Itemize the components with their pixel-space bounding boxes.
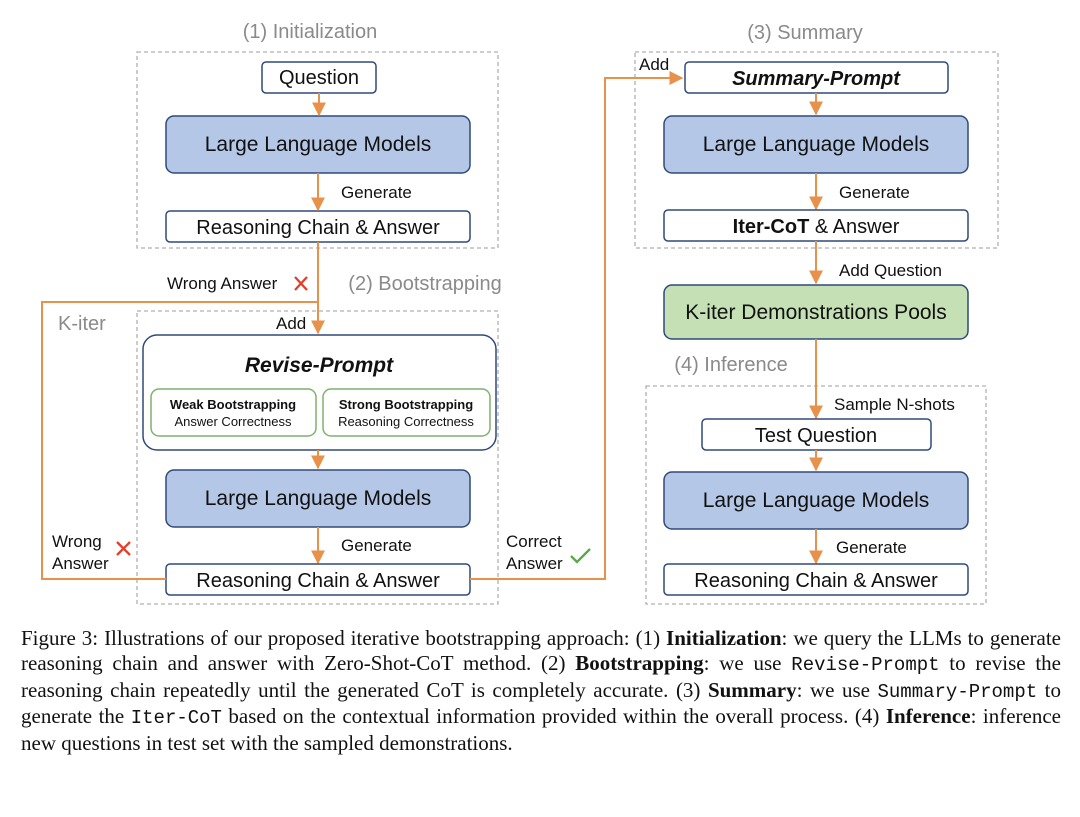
weak-bootstrapping-box: [150, 388, 317, 437]
figure-caption: Figure 3: Illustrations of our proposed …: [21, 626, 1061, 756]
llm-label-inference: Large Language Models: [703, 489, 930, 512]
cross-mark-icon: [294, 276, 308, 291]
wrong-answer-label-top: Wrong Answer: [167, 274, 278, 293]
llm-label-summary: Large Language Models: [703, 133, 930, 156]
correct-answer-label: Answer: [506, 554, 563, 573]
reasoning-label-init: Reasoning Chain & Answer: [196, 217, 440, 239]
generate-label-bootstrap: Generate: [341, 536, 412, 555]
answer-label-left: Answer: [52, 554, 109, 573]
k-iter-loop-arrow: [41, 301, 318, 580]
add-label-bootstrap: Add: [276, 314, 306, 333]
add-label-summary: Add: [639, 55, 669, 74]
itercot-bold: Iter-CoT: [733, 216, 810, 238]
llm-label-bootstrap: Large Language Models: [205, 487, 432, 510]
section-title-initialization: (1) Initialization: [243, 21, 378, 43]
sample-nshots-label: Sample N-shots: [834, 395, 955, 414]
itercot-rest: & Answer: [809, 216, 899, 238]
cross-mark-icon: [116, 541, 131, 556]
llm-label-init: Large Language Models: [205, 133, 432, 156]
generate-label-inference: Generate: [836, 538, 907, 557]
section-title-summary: (3) Summary: [747, 22, 863, 44]
reasoning-box-inference: [663, 563, 969, 596]
generate-label-summary: Generate: [839, 183, 910, 202]
bootstrapping-region: [136, 310, 499, 605]
question-label: Question: [279, 67, 359, 89]
section-title-bootstrapping: (2) Bootstrapping: [348, 273, 501, 295]
revise-prompt-title: Revise-Prompt: [245, 354, 394, 377]
weak-bootstrapping-sub: Answer Correctness: [174, 414, 292, 429]
generate-label-init: Generate: [341, 183, 412, 202]
correct-answer-arrow: [470, 71, 684, 580]
weak-bootstrapping-title: Weak Bootstrapping: [170, 397, 296, 412]
strong-bootstrapping-box: [322, 388, 491, 437]
check-mark-icon: [570, 548, 591, 564]
summary-prompt-label: Summary-Prompt: [732, 68, 901, 90]
itercot-label: Iter-CoT & Answer: [733, 216, 900, 238]
add-question-label: Add Question: [839, 261, 942, 280]
k-iter-label: K-iter: [58, 313, 106, 335]
reasoning-label-bootstrap: Reasoning Chain & Answer: [196, 570, 440, 592]
test-question-label: Test Question: [755, 425, 877, 447]
correct-label: Correct: [506, 532, 562, 551]
framework-diagram: (1) Initialization (2) Bootstrapping (3)…: [41, 21, 999, 605]
reasoning-label-inference: Reasoning Chain & Answer: [694, 570, 938, 592]
strong-bootstrapping-sub: Reasoning Correctness: [338, 414, 474, 429]
demonstrations-pool-label: K-iter Demonstrations Pools: [685, 301, 946, 324]
strong-bootstrapping-title: Strong Bootstrapping: [339, 397, 473, 412]
wrong-label-left: Wrong: [52, 532, 102, 551]
section-title-inference: (4) Inference: [674, 354, 787, 376]
